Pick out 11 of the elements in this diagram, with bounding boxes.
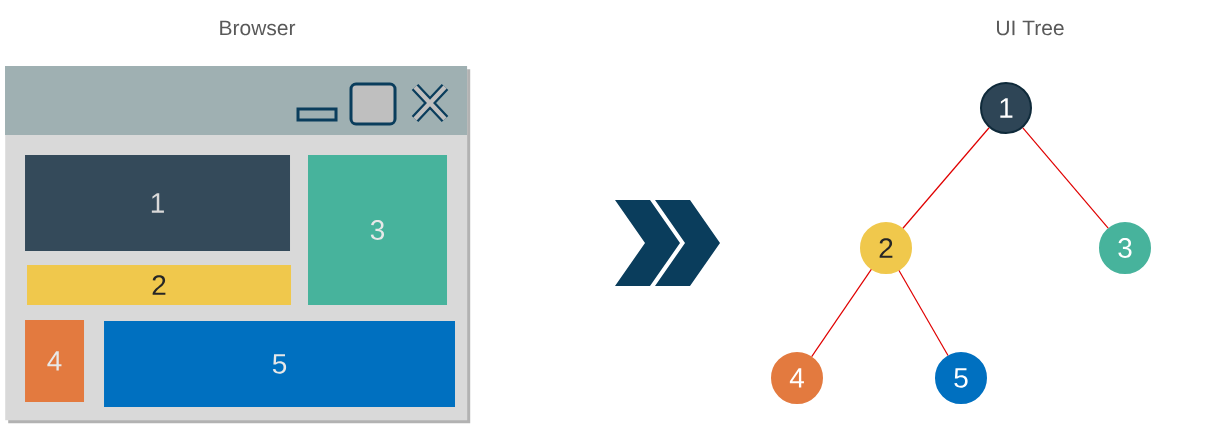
heading: UI Tree <box>997 20 1064 36</box>
heading: Browser <box>220 20 296 36</box>
layout-box: 2 <box>27 265 291 305</box>
connector-line <box>1022 127 1109 229</box>
connector-line <box>811 268 872 358</box>
layout-box: 5 <box>104 321 455 407</box>
connector-line <box>902 127 990 229</box>
layout-box: 4 <box>25 320 84 402</box>
layout-box: 1 <box>25 155 290 251</box>
layout-box: 3 <box>308 155 447 305</box>
connector-line <box>898 269 949 357</box>
